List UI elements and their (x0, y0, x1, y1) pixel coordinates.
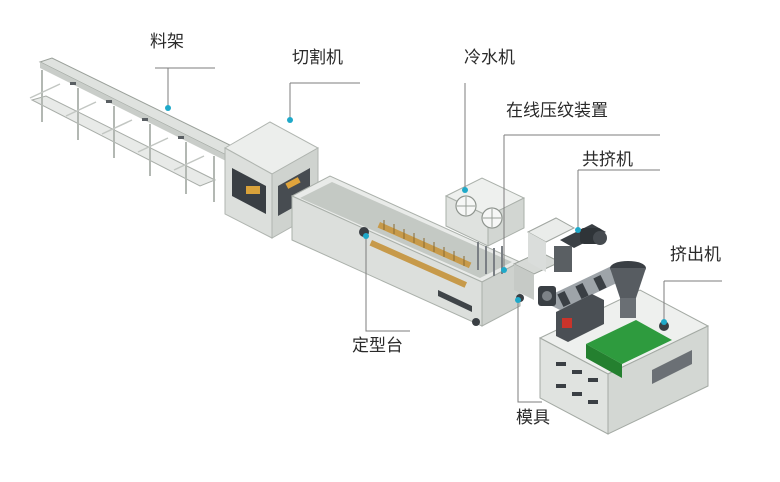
label-cutter: 切割机 (292, 48, 343, 68)
leader-lines (155, 67, 722, 403)
label-extruder: 挤出机 (670, 245, 721, 265)
main-extruder (538, 261, 710, 435)
material-rack (29, 57, 242, 202)
label-calibration-table: 定型台 (352, 336, 403, 356)
label-chiller: 冷水机 (464, 48, 515, 68)
label-rack: 料架 (150, 32, 184, 52)
calibration-table (290, 175, 522, 327)
die-head (538, 286, 556, 306)
label-die: 模具 (516, 408, 550, 428)
leader-dots (165, 105, 667, 325)
label-coextruder: 共挤机 (582, 150, 633, 170)
label-embosser: 在线压纹装置 (506, 101, 608, 121)
co-extruder-machine (526, 217, 607, 272)
